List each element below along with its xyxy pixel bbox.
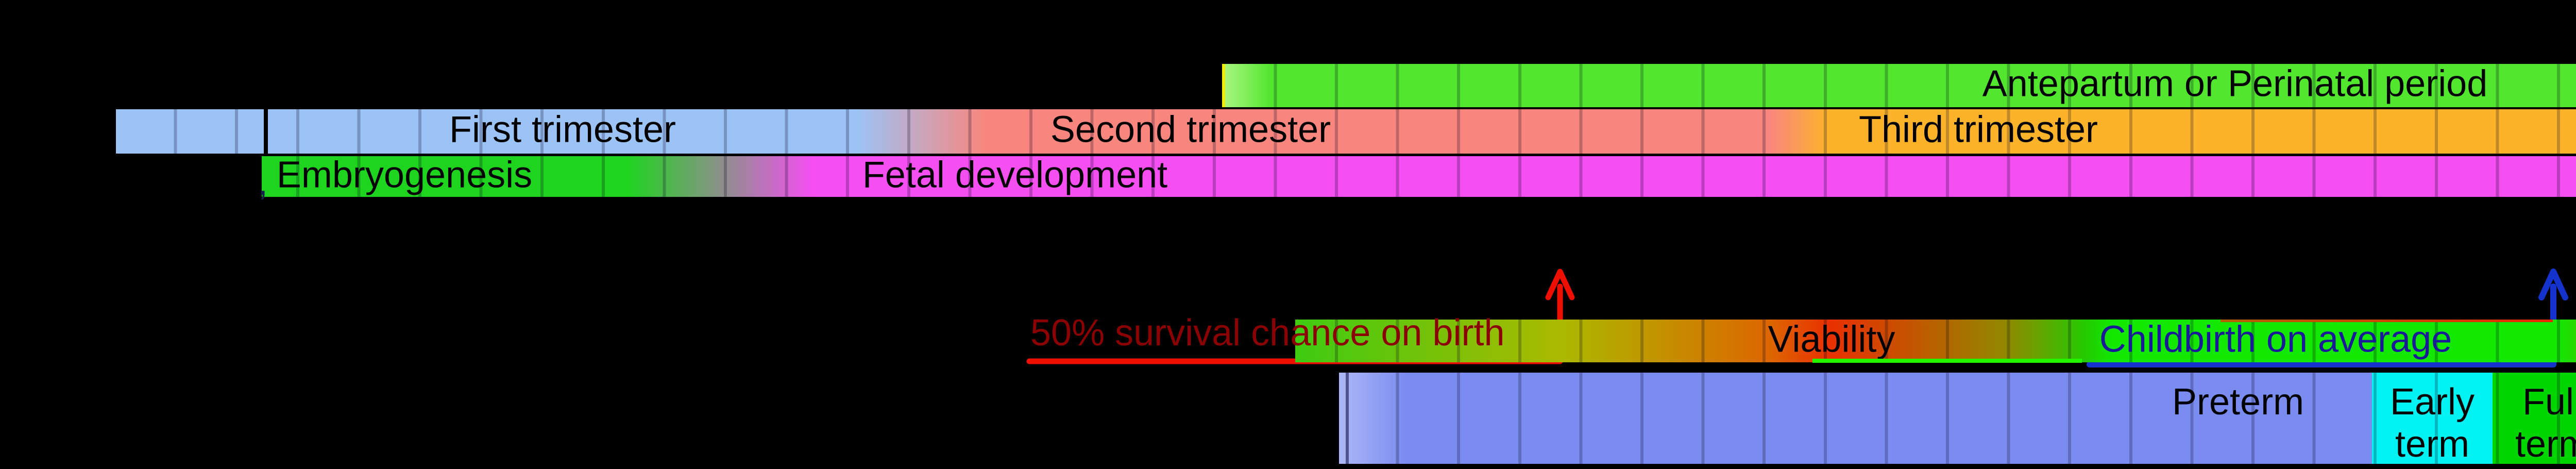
term-bar-start-fade [1339,373,1406,464]
label-line: term [2515,424,2576,464]
viability-label[interactable]: Viability [1768,320,1895,360]
fetal-development-label: Fetal development [862,156,1168,196]
label-line: Preterm [2172,381,2304,423]
trimester-bar: First trimester Second trimester Third tri… [116,109,2576,154]
antepartum-bar: Antepartum or Perinatal period [1222,64,2576,107]
survival-chance-label[interactable]: 50% survival chance on birth [1030,312,1505,354]
label-line: Full [2522,381,2576,423]
embryo-fetal-bar: Embryogenesis Fetal development [262,156,2576,197]
childbirth-on-average-label[interactable]: Childbirth on average [2099,320,2452,360]
term-bar: PretermEarlytermFulltermLatetermPostmatu… [1339,373,2576,464]
second-trimester-label: Second trimester [1050,109,1331,150]
full-term-segment [2493,373,2576,464]
label-line: term [2395,424,2469,464]
preterm-segment [1339,373,2372,464]
embryogenesis-label: Embryogenesis [276,156,533,196]
early-term-segment [2372,373,2493,464]
preterm-label: Preterm [2172,381,2304,423]
label-line: Early [2389,381,2475,423]
third-trimester-label: Third trimester [1858,109,2098,150]
week-tick-grid [262,156,2576,197]
bar-top-red-strip [2221,320,2553,322]
stray-comma-mark: , [258,162,268,203]
antepartum-or-perinatal-period-label: Antepartum or Perinatal period [1982,64,2488,105]
first-trimester-label: First trimester [449,109,676,150]
full-term-label: Fullterm [2515,381,2576,464]
viability-underline [1812,359,2082,363]
fertilization-divider [264,109,268,154]
term-bar-start-line [1346,373,1349,464]
